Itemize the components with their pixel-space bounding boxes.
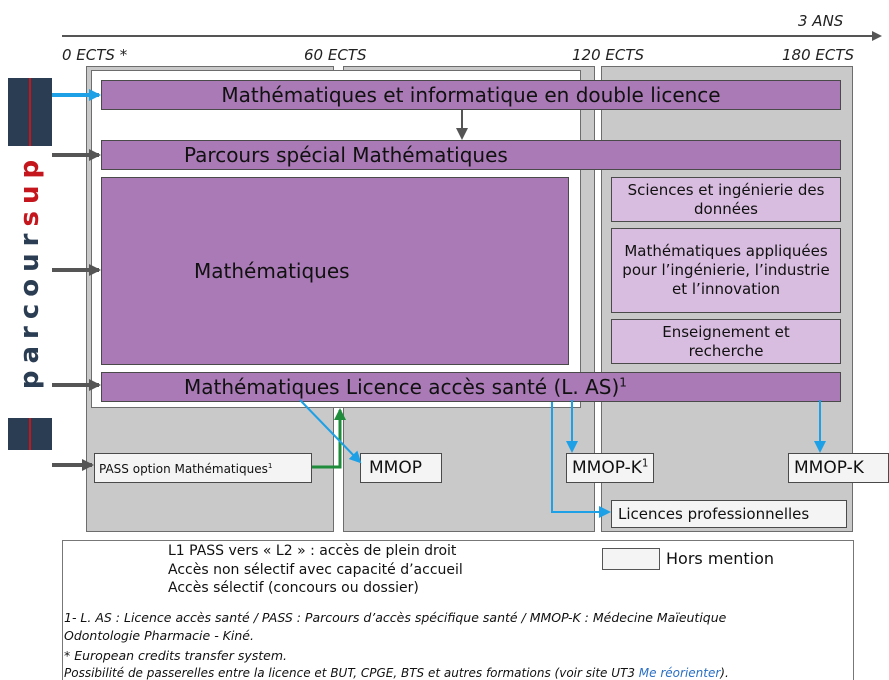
mmopk-l2-label: MMOP-K1 (572, 458, 649, 478)
legend-panel (62, 540, 854, 680)
mmopk-l3-label: MMOP-K (794, 458, 864, 478)
ects-label-180: 180 ECTS (782, 46, 855, 64)
ects-label-0: 0 ECTS * (62, 46, 128, 64)
double-licence-label: Mathématiques et informatique en double … (221, 83, 721, 107)
ects-label-60: 60 ECTS (304, 46, 367, 64)
footnote-line2: Odontologie Pharmacie - Kiné. (64, 628, 254, 643)
me-reorienter-link[interactable]: Me réorienter (638, 666, 721, 680)
licences-pro-box: Licences professionnelles (611, 500, 847, 528)
mathematiques-label: Mathématiques (194, 259, 350, 283)
double-licence-bar: Mathématiques et informatique en double … (101, 80, 841, 110)
parcoursup-band (8, 78, 52, 450)
legend-blue-label: Accès sélectif (concours ou dossier) (168, 580, 419, 596)
ects-label-120: 120 ECTS (572, 46, 645, 64)
legend-green-label: L1 PASS vers « L2 » : accès de plein dro… (168, 543, 457, 559)
enseignement-box: Enseignement et recherche (611, 319, 841, 364)
mmopk-l2-box: MMOP-K1 (566, 453, 654, 483)
parcours-special-bar: Parcours spécial Mathématiques (101, 140, 841, 170)
mmop-box: MMOP (360, 453, 442, 483)
mmopk-l3-box: MMOP-K (788, 453, 889, 483)
las-to-mmop-arrow (299, 399, 362, 464)
footnote-line1: 1- L. AS : Licence accès santé / PASS : … (64, 610, 727, 625)
hors-mention-swatch (602, 548, 660, 570)
pass-to-l2-green-arrow (312, 408, 346, 469)
mathematiques-block: Mathématiques (101, 177, 569, 365)
duration-label: 3 ANS (798, 12, 844, 30)
hors-mention-label: Hors mention (666, 549, 775, 568)
las-to-licences-pro-arrow (551, 402, 611, 518)
legend-grey-label: Accès non sélectif avec capacité d’accue… (168, 562, 463, 578)
licences-pro-label: Licences professionnelles (618, 505, 810, 523)
footnote-line3: * European credits transfer system. (64, 648, 288, 663)
footnote-line4: Possibilité de passerelles entre la lice… (64, 666, 729, 680)
maths-appliquees-box: Mathématiques appliquées pour l’ingénier… (611, 228, 841, 313)
las-label: Mathématiques Licence accès santé (L. AS… (184, 375, 627, 399)
mmop-label: MMOP (369, 458, 422, 478)
las-bar: Mathématiques Licence accès santé (L. AS… (101, 372, 841, 402)
sid-box: Sciences et ingénierie des données (611, 177, 841, 222)
pass-box: PASS option Mathématiques1 (94, 453, 312, 483)
parcours-special-label: Parcours spécial Mathématiques (184, 143, 508, 167)
parcoursup-logo (8, 146, 52, 418)
pass-label: PASS option Mathématiques1 (99, 460, 273, 476)
